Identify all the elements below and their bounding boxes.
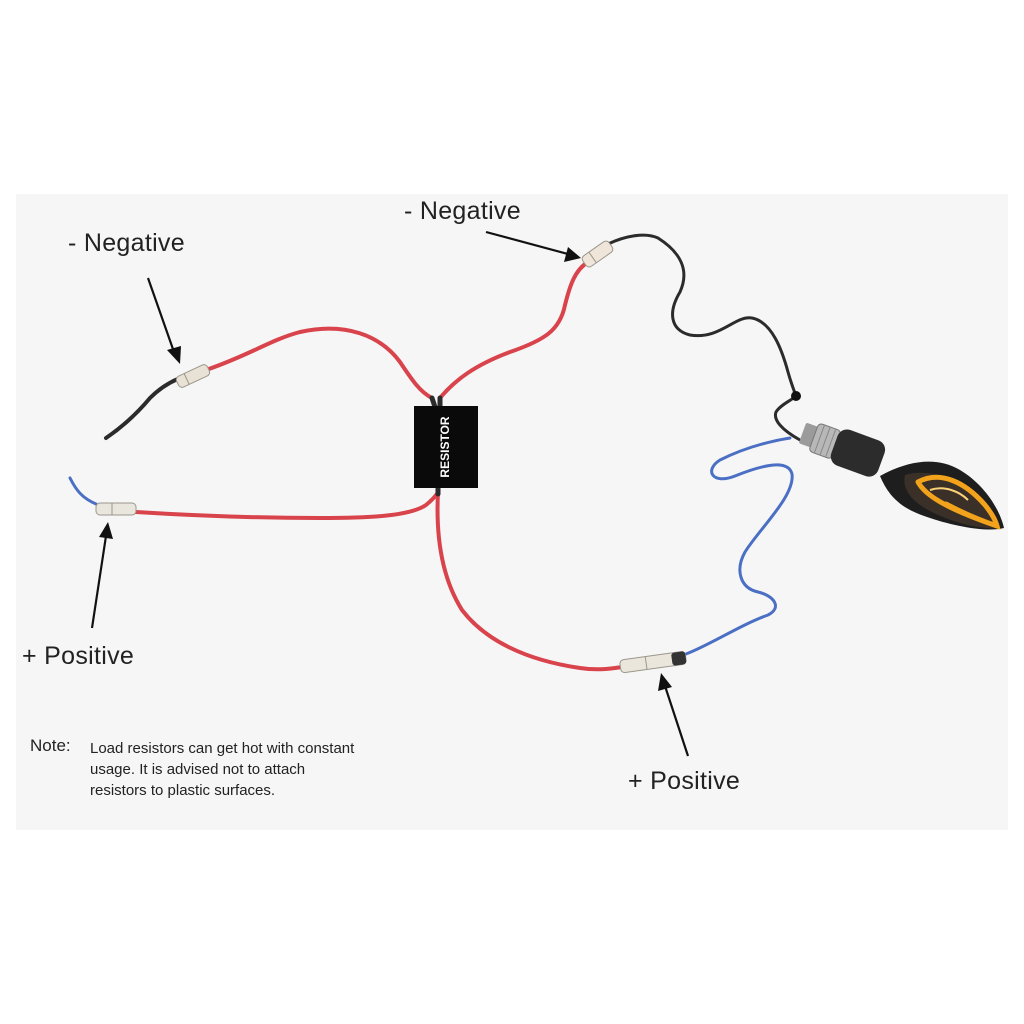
note-text: Load resistors can get hot with constant… bbox=[90, 740, 355, 799]
red-wire-lower-right bbox=[435, 490, 624, 672]
arrow-positive-right bbox=[658, 673, 690, 757]
red-wire-upper-right bbox=[438, 260, 590, 400]
blue-wire-right bbox=[684, 436, 794, 656]
label-negative-right: - Negative bbox=[404, 197, 521, 225]
arrow-positive-left bbox=[90, 522, 113, 629]
resistor-label: RESISTOR bbox=[438, 416, 452, 477]
note-title: Note: bbox=[30, 736, 71, 755]
connector-positive-left bbox=[95, 502, 137, 516]
indicator-light bbox=[799, 423, 1004, 530]
led-inner bbox=[929, 487, 969, 501]
red-wires bbox=[134, 260, 624, 672]
black-wire-left bbox=[104, 376, 182, 440]
connector-negative-left bbox=[175, 364, 211, 388]
arrow-negative-left bbox=[146, 277, 181, 364]
black-wires bbox=[104, 233, 802, 497]
resistor: RESISTOR bbox=[414, 406, 478, 488]
resistor-body bbox=[414, 406, 478, 488]
light-lens bbox=[904, 472, 1000, 529]
diagram-panel bbox=[16, 194, 1008, 830]
junction-dot bbox=[791, 391, 801, 401]
label-negative-left: - Negative bbox=[68, 229, 185, 257]
red-wire-upper-left bbox=[204, 326, 434, 400]
blue-wire-left bbox=[68, 476, 98, 506]
label-positive-right: + Positive bbox=[628, 767, 741, 795]
connector-positive-right bbox=[619, 651, 687, 674]
black-wire-right bbox=[606, 233, 802, 442]
blue-wires bbox=[68, 436, 794, 656]
connector-negative-right bbox=[581, 240, 614, 268]
led-chevron bbox=[915, 474, 1001, 530]
red-wire-lower-left bbox=[134, 490, 440, 521]
connectors bbox=[95, 240, 687, 674]
arrows bbox=[90, 230, 690, 757]
arrow-negative-right bbox=[485, 230, 581, 262]
label-positive-left: + Positive bbox=[22, 642, 135, 670]
